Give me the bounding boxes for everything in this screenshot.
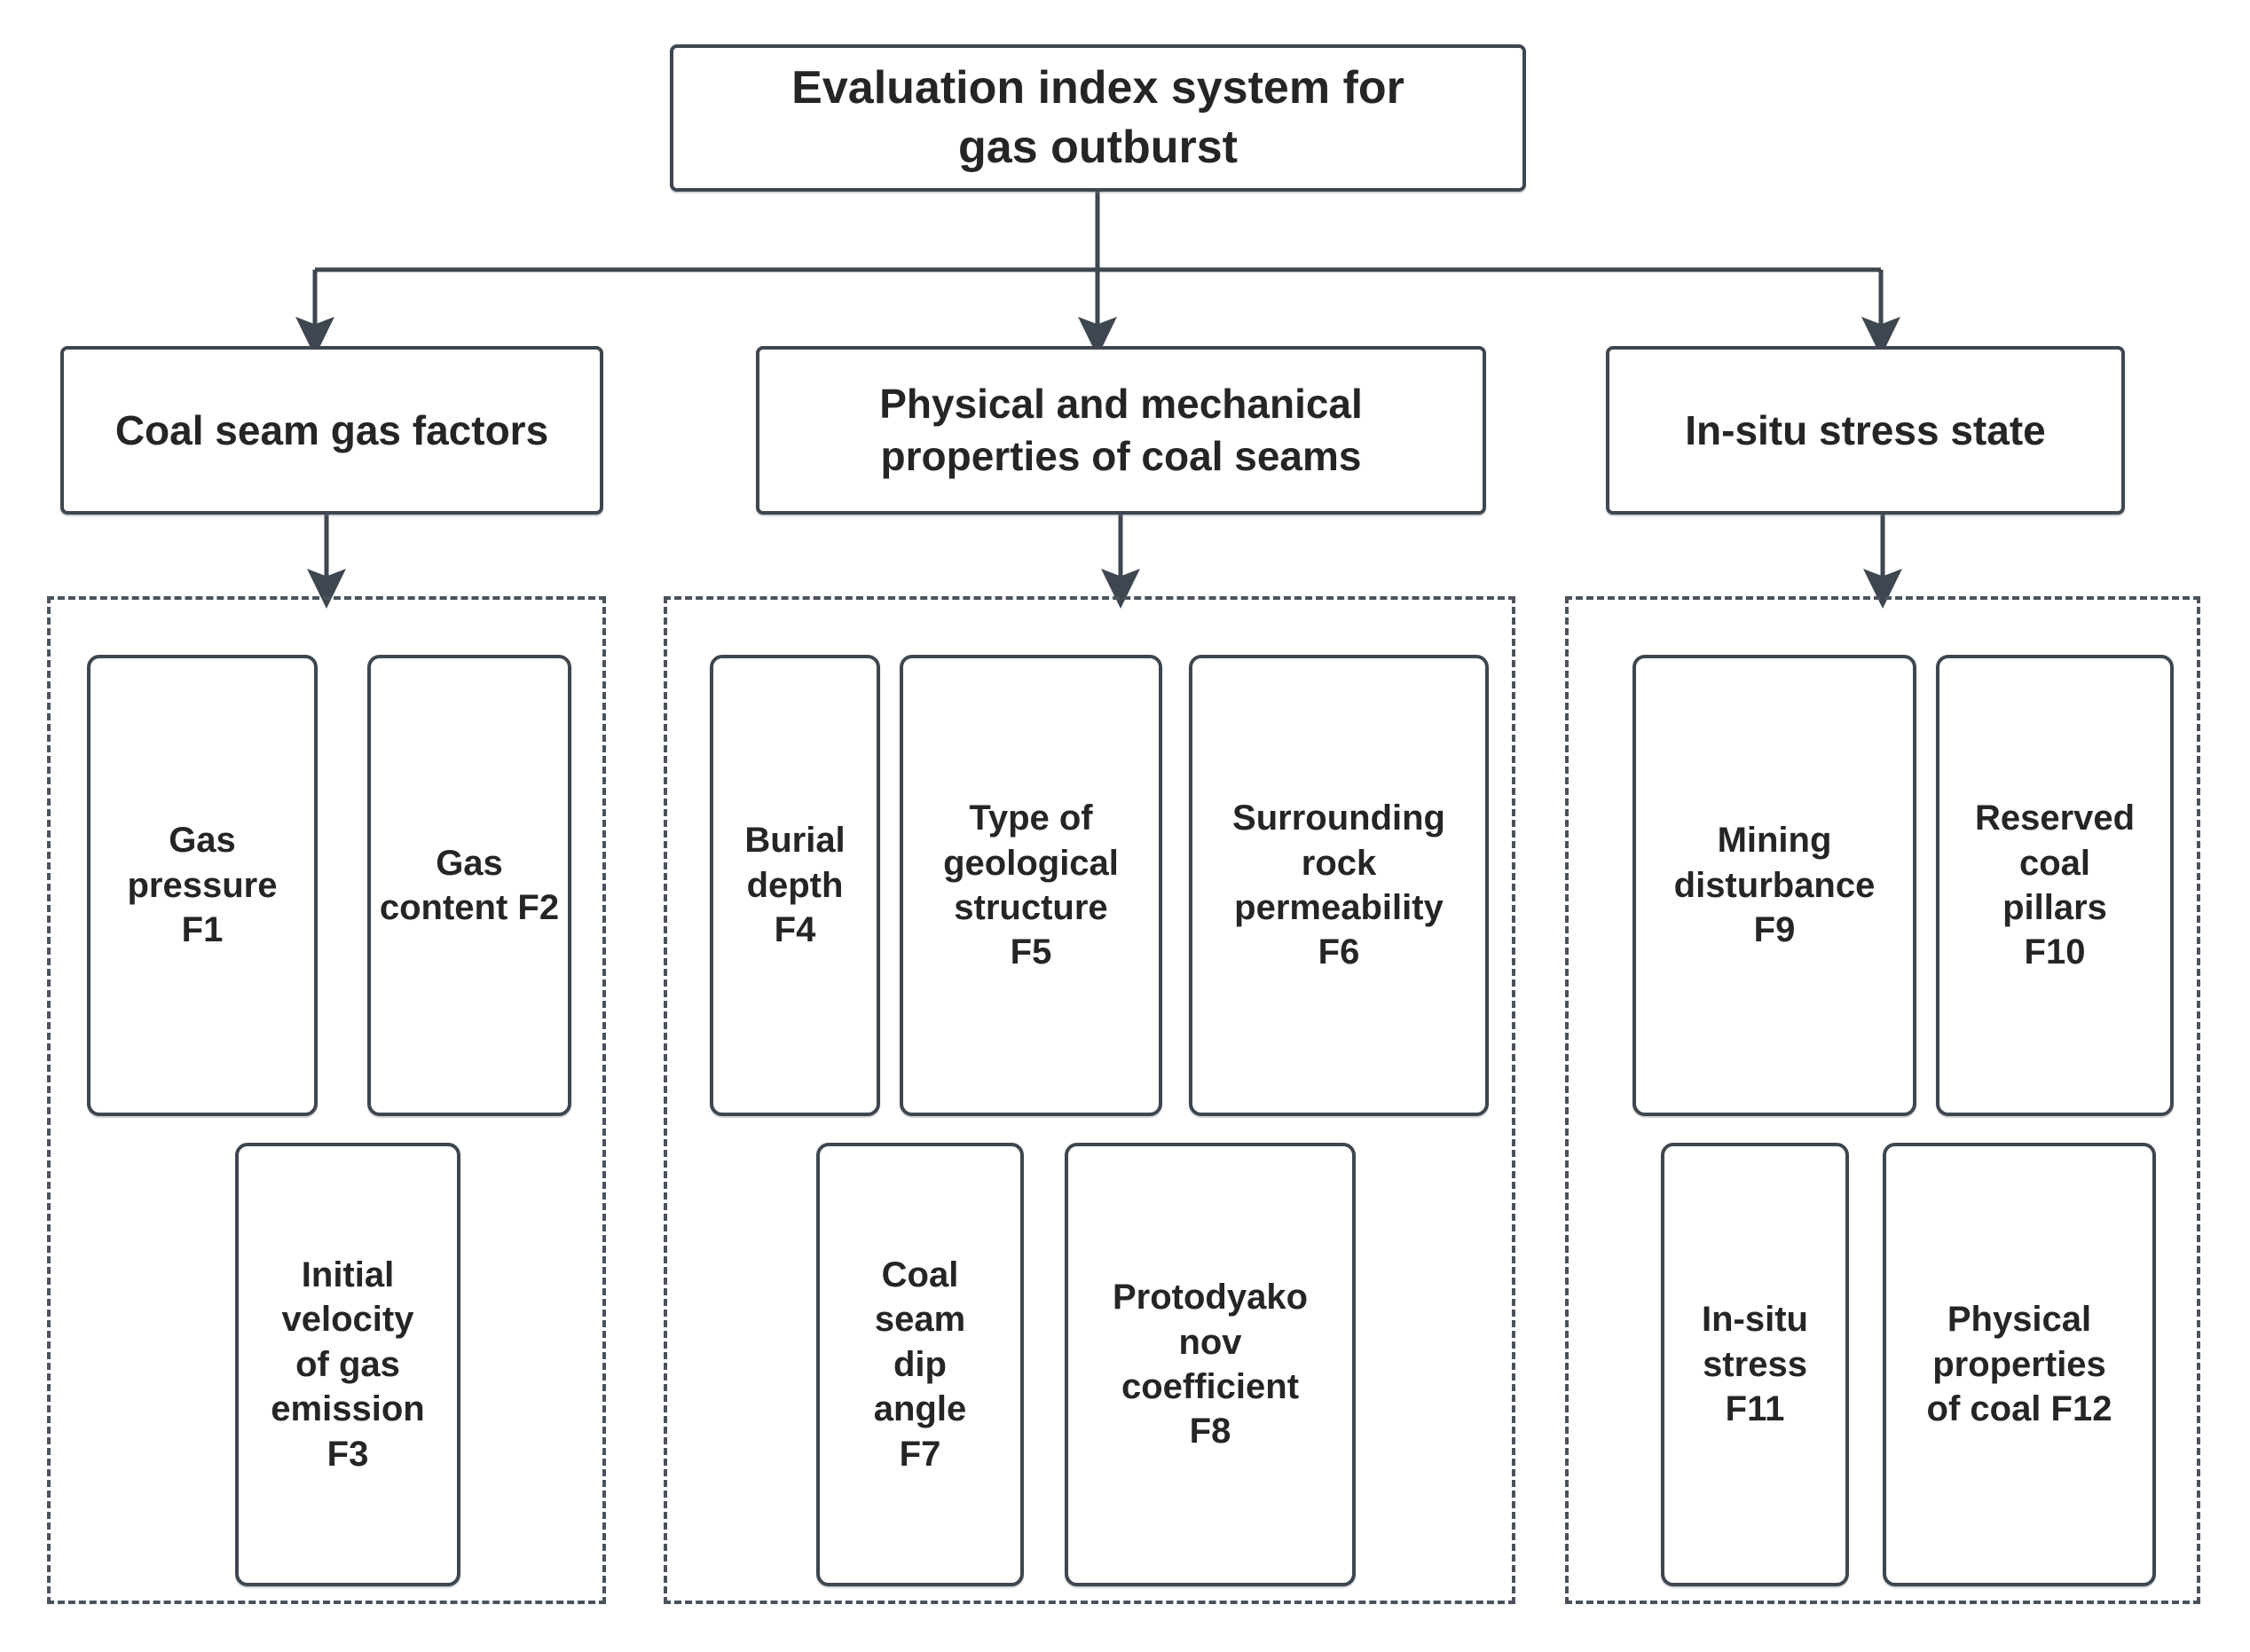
node-root-label: Evaluation index system for gas outburst — [791, 62, 1404, 173]
node-indicator-label: Coal seam dip angle F7 — [873, 1255, 967, 1474]
node-indicator-f1[interactable]: Gas pressure F1 — [87, 655, 318, 1116]
node-category-physical-mechanical-properties[interactable]: Physical and mechanical properties of co… — [756, 346, 1486, 515]
node-category-in-situ-stress-state[interactable]: In-situ stress state — [1606, 346, 2125, 515]
node-indicator-label: Gas pressure F1 — [127, 821, 278, 950]
node-indicator-f6[interactable]: Surrounding rock permeability F6 — [1189, 655, 1489, 1116]
group-container-physical-mechanical-properties — [664, 596, 1515, 1604]
node-category-label: Physical and mechanical properties of co… — [879, 381, 1363, 479]
node-root[interactable]: Evaluation index system for gas outburst — [670, 44, 1526, 192]
node-indicator-label: Reserved coal pillars F10 — [1974, 798, 2136, 972]
node-indicator-f10[interactable]: Reserved coal pillars F10 — [1936, 655, 2174, 1116]
node-indicator-label: Gas content F2 — [379, 843, 560, 927]
node-indicator-label: Surrounding rock permeability F6 — [1232, 798, 1445, 972]
node-indicator-label: Protodyako nov coefficient F8 — [1112, 1278, 1309, 1451]
node-indicator-label: Initial velocity of gas emission F3 — [271, 1255, 425, 1474]
node-indicator-f4[interactable]: Burial depth F4 — [710, 655, 880, 1116]
node-indicator-label: Mining disturbance F9 — [1673, 821, 1876, 950]
node-indicator-f8[interactable]: Protodyako nov coefficient F8 — [1065, 1143, 1356, 1586]
node-indicator-f12[interactable]: Physical properties of coal F12 — [1883, 1143, 2156, 1586]
node-indicator-f5[interactable]: Type of geological structure F5 — [900, 655, 1162, 1116]
node-indicator-f2[interactable]: Gas content F2 — [367, 655, 571, 1116]
node-category-label: Coal seam gas factors — [114, 406, 549, 453]
node-indicator-f7[interactable]: Coal seam dip angle F7 — [816, 1143, 1024, 1586]
node-indicator-label: Burial depth F4 — [744, 821, 846, 950]
node-indicator-label: Physical properties of coal F12 — [1926, 1300, 2112, 1429]
group-container-coal-seam-gas-factors — [47, 596, 606, 1604]
node-indicator-label: In-situ stress F11 — [1702, 1300, 1808, 1429]
node-indicator-f3[interactable]: Initial velocity of gas emission F3 — [235, 1143, 460, 1586]
group-container-in-situ-stress-state — [1565, 596, 2200, 1604]
node-indicator-f9[interactable]: Mining disturbance F9 — [1632, 655, 1916, 1116]
node-category-coal-seam-gas-factors[interactable]: Coal seam gas factors — [60, 346, 603, 515]
node-indicator-f11[interactable]: In-situ stress F11 — [1661, 1143, 1849, 1586]
node-category-label: In-situ stress state — [1685, 406, 2046, 453]
node-indicator-label: Type of geological structure F5 — [943, 798, 1119, 972]
